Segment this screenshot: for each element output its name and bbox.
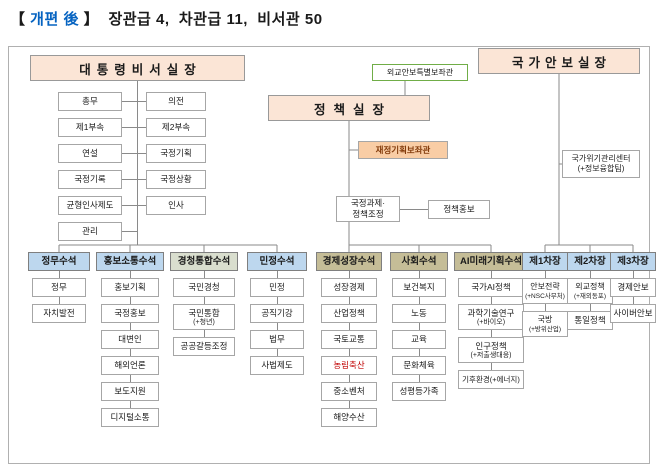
senior-header: 홍보소통수석 <box>96 252 164 271</box>
task-coordination-box: 국정과제· 정책조정 <box>336 196 400 222</box>
policy-pr-box: 정책홍보 <box>428 200 490 219</box>
org-box: 산업정책 <box>321 304 377 323</box>
org-box: 국토교통 <box>321 330 377 349</box>
org-box: 성장경제 <box>321 278 377 297</box>
org-box: 경제안보 <box>610 278 656 297</box>
org-box: 사이버안보 <box>610 304 656 323</box>
org-box: 제1부속 <box>58 118 122 137</box>
org-box: 연설 <box>58 144 122 163</box>
title-bracket-open: 【 <box>10 11 31 28</box>
senior-header: 제2차장 <box>567 252 613 271</box>
org-box: 국정상황 <box>146 170 206 189</box>
org-box: 국정기획 <box>146 144 206 163</box>
org-box: 관리 <box>58 222 122 241</box>
org-box: 의전 <box>146 92 206 111</box>
special-advisor-box: 외교안보특별보좌관 <box>372 64 468 81</box>
org-box: 대변인 <box>101 330 159 349</box>
org-box: 외교정책(+재외동포) <box>567 278 613 304</box>
chief-of-staff-box: 대통령비서실장 <box>30 55 245 81</box>
senior-header: 사회수석 <box>390 252 448 271</box>
org-box: 공공갈등조정 <box>173 337 235 356</box>
org-box: 보건복지 <box>392 278 446 297</box>
org-box: 민정 <box>250 278 304 297</box>
org-box: 법무 <box>250 330 304 349</box>
org-box: 과학기술연구(+바이오) <box>458 304 524 330</box>
org-box: 홍보기획 <box>101 278 159 297</box>
page-title: 【 개편 後 】 장관급 4, 차관급 11, 비서관 50 <box>10 8 323 29</box>
org-box: 기후환경(+에너지) <box>458 370 524 389</box>
org-box: 공직기강 <box>250 304 304 323</box>
crisis-center-box: 국가위기관리센터 (+정보융합팀) <box>562 150 640 178</box>
org-box: 디지털소통 <box>101 408 159 427</box>
org-box: 보도지원 <box>101 382 159 401</box>
org-box: 문화체육 <box>392 356 446 375</box>
senior-header: 민정수석 <box>247 252 307 271</box>
title-summary: 장관급 4, 차관급 11, 비서관 50 <box>99 11 323 28</box>
org-box: 중소벤처 <box>321 382 377 401</box>
org-box: 제2부속 <box>146 118 206 137</box>
org-box: 성평등가족 <box>392 382 446 401</box>
org-box: 해외언론 <box>101 356 159 375</box>
security-chief-box: 국가안보실장 <box>478 48 640 74</box>
org-box: 정무 <box>32 278 86 297</box>
org-box: 국민경청 <box>173 278 235 297</box>
org-box: 국가AI정책 <box>458 278 524 297</box>
policy-chief-box: 정책실장 <box>268 95 430 121</box>
org-box: 총무 <box>58 92 122 111</box>
org-box: 인사 <box>146 196 206 215</box>
senior-header: 경제성장수석 <box>316 252 382 271</box>
senior-header: 정무수석 <box>28 252 90 271</box>
org-box: 교육 <box>392 330 446 349</box>
senior-header: 제3차장 <box>610 252 656 271</box>
org-box: 노동 <box>392 304 446 323</box>
senior-header: AI미래기획수석 <box>454 252 528 271</box>
org-box: 인구정책(+저출생대응) <box>458 337 524 363</box>
fiscal-advisor-box: 재정기획보좌관 <box>358 141 448 159</box>
title-highlight: 개편 後 <box>30 11 79 28</box>
senior-header: 경청통합수석 <box>170 252 238 271</box>
org-box: 균형인사제도 <box>58 196 122 215</box>
org-box: 국민통합(+청년) <box>173 304 235 330</box>
org-box: 사법제도 <box>250 356 304 375</box>
org-box: 국방(+방위산업) <box>522 311 568 337</box>
org-box: 국정홍보 <box>101 304 159 323</box>
org-box: 안보전략(+NSC사무처) <box>522 278 568 304</box>
senior-header: 제1차장 <box>522 252 568 271</box>
org-box: 해양수산 <box>321 408 377 427</box>
org-box: 자치발전 <box>32 304 86 323</box>
org-box: 국정기록 <box>58 170 122 189</box>
org-box: 농림축산 <box>321 356 377 375</box>
org-box: 통일정책 <box>567 311 613 330</box>
title-bracket-close: 】 <box>78 11 100 28</box>
